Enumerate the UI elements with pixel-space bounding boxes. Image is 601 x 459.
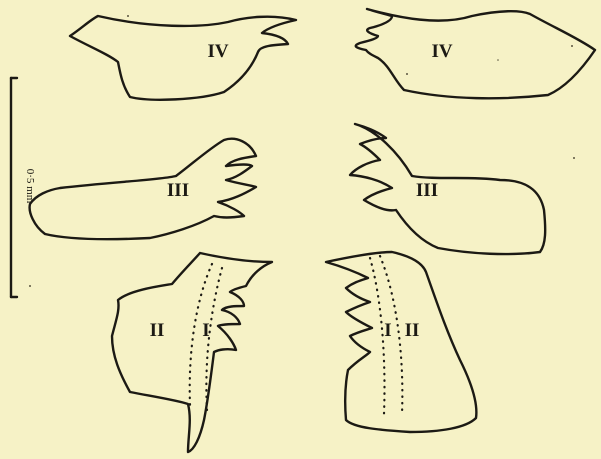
outline-iii-left <box>30 139 256 239</box>
outline-ii-right <box>326 252 476 432</box>
outline-iv-left <box>70 16 296 100</box>
dotted-boundary-right-inner <box>370 258 384 414</box>
label-i-left: I <box>202 320 209 341</box>
outline-iv-right <box>356 9 595 98</box>
outline-iii-right <box>350 124 545 254</box>
label-iv-right: IV <box>431 41 452 62</box>
paper-specks <box>29 15 575 287</box>
label-i-right: I <box>384 320 391 341</box>
label-iv-left: IV <box>207 41 228 62</box>
label-iii-right: III <box>416 180 438 201</box>
label-ii-left: II <box>150 320 165 341</box>
scale-bar: 0·5 mm <box>11 78 36 297</box>
label-iii-left: III <box>167 180 189 201</box>
label-ii-right: II <box>405 320 420 341</box>
